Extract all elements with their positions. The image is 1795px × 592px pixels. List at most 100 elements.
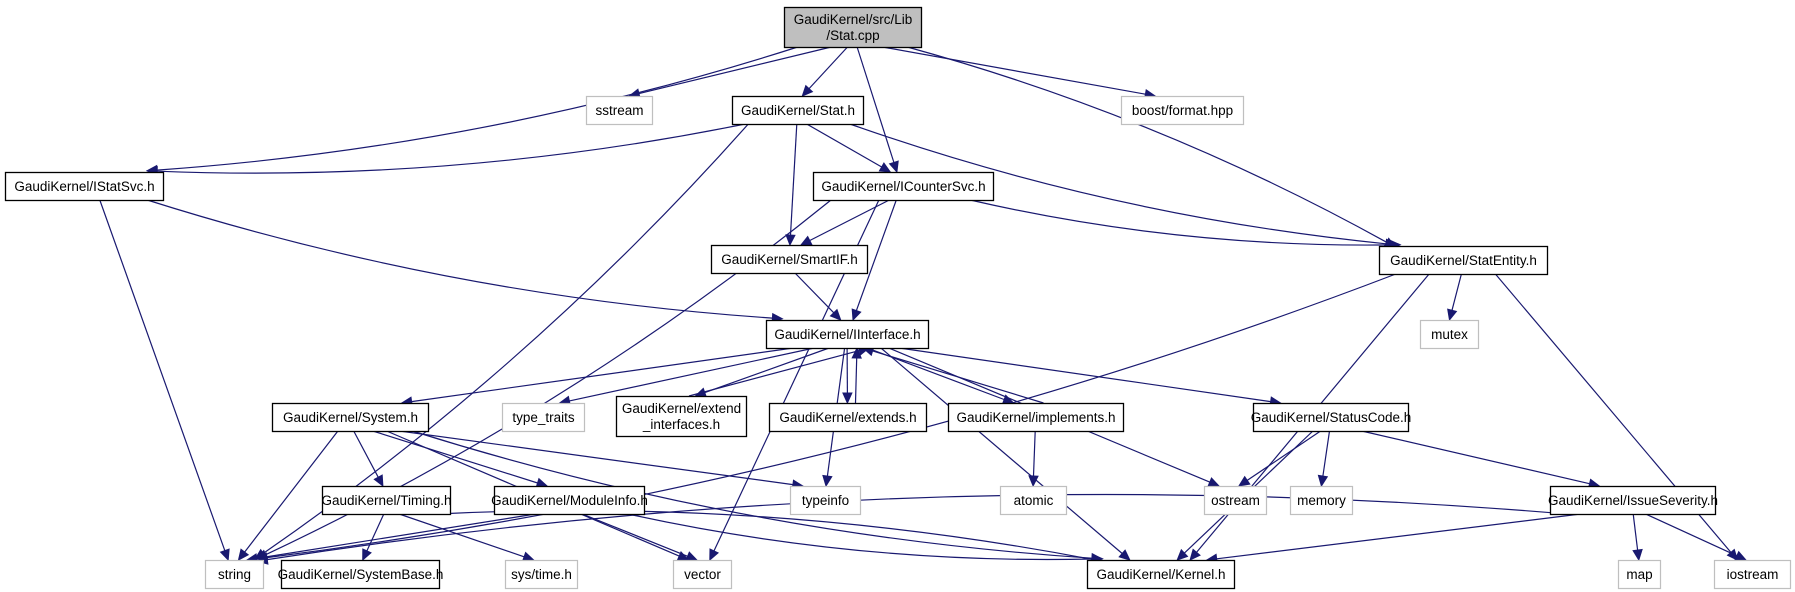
node-label-timing: GaudiKernel/Timing.h	[321, 493, 451, 508]
node-label-smartif: GaudiKernel/SmartIF.h	[721, 252, 858, 267]
node-box-moduleinfo[interactable]	[493, 485, 646, 516]
edge-istatsvc-to-iinterface	[147, 199, 773, 319]
node-vector: vector	[672, 559, 733, 590]
node-label-atomic: atomic	[1014, 493, 1054, 508]
arrowhead-stat_cpp-to-stat_h	[801, 84, 814, 97]
node-box-iinterface[interactable]	[765, 319, 930, 350]
edge-issueseverity-to-kernel	[1216, 513, 1581, 560]
edge-timing-to-systime	[399, 513, 525, 558]
node-extend_interfaces[interactable]: GaudiKernel/extend_interfaces.h	[615, 395, 748, 438]
edge-icountersvc-to-iinterface	[855, 199, 897, 311]
edge-system-to-kernel	[412, 430, 1092, 559]
arrowhead-icountersvc-to-vector	[709, 548, 720, 562]
node-box-stat_h[interactable]	[731, 95, 865, 126]
node-box-vector	[672, 559, 733, 590]
node-box-issueseverity[interactable]	[1549, 485, 1717, 516]
node-istatsvc[interactable]: GaudiKernel/IStatSvc.h	[4, 171, 165, 202]
node-extends[interactable]: GaudiKernel/extends.h	[768, 402, 928, 433]
arrowhead-timing-to-systime	[521, 551, 535, 562]
node-systembase[interactable]: GaudiKernel/SystemBase.h	[278, 559, 444, 590]
node-iinterface[interactable]: GaudiKernel/IInterface.h	[765, 319, 930, 350]
node-timing[interactable]: GaudiKernel/Timing.h	[321, 485, 452, 516]
node-box-map	[1617, 559, 1662, 590]
node-type_traits: type_traits	[501, 402, 586, 433]
node-box-memory	[1289, 485, 1354, 516]
node-box-extend_interfaces[interactable]	[615, 395, 748, 438]
edge-stat_cpp-to-icountersvc	[856, 46, 895, 163]
edge-moduleinfo-to-kernel	[627, 513, 1093, 561]
node-box-string	[204, 559, 265, 590]
edge-smartif-to-iinterface	[794, 272, 835, 314]
arrowhead-timing-to-systembase	[362, 548, 372, 562]
node-box-icountersvc[interactable]	[812, 171, 995, 202]
node-label-issueseverity: GaudiKernel/IssueSeverity.h	[1548, 493, 1718, 508]
node-statentity[interactable]: GaudiKernel/StatEntity.h	[1378, 245, 1549, 276]
node-iostream: iostream	[1713, 559, 1792, 590]
node-implements[interactable]: GaudiKernel/implements.h	[947, 402, 1125, 433]
arrowhead-smartif-to-iinterface	[829, 308, 842, 321]
edge-iinterface-to-extend_interfaces	[704, 347, 830, 394]
node-box-system[interactable]	[271, 402, 430, 433]
node-box-timing[interactable]	[321, 485, 452, 516]
node-label-kernel: GaudiKernel/Kernel.h	[1096, 567, 1225, 582]
node-mutex: mutex	[1419, 319, 1480, 350]
node-stat_h[interactable]: GaudiKernel/Stat.h	[731, 95, 865, 126]
node-label-string: string	[218, 567, 251, 582]
edge-stat_cpp-to-boost_format	[882, 46, 1146, 95]
edge-iinterface-to-type_traits	[569, 347, 815, 402]
node-label-stat_cpp: /Stat.cpp	[826, 28, 879, 43]
node-kernel[interactable]: GaudiKernel/Kernel.h	[1086, 559, 1236, 590]
node-icountersvc[interactable]: GaudiKernel/ICounterSvc.h	[812, 171, 995, 202]
node-box-statentity[interactable]	[1378, 245, 1549, 276]
edge-system-to-timing	[353, 430, 379, 478]
edge-stat_cpp-to-statentity	[907, 46, 1387, 243]
edge-stat_cpp-to-istatsvc	[156, 46, 798, 171]
node-label-systembase: GaudiKernel/SystemBase.h	[278, 567, 444, 582]
node-issueseverity[interactable]: GaudiKernel/IssueSeverity.h	[1548, 485, 1718, 516]
node-box-extends[interactable]	[768, 402, 928, 433]
arrowhead-stat_cpp-to-icountersvc	[888, 160, 899, 174]
node-label-map: map	[1626, 567, 1652, 582]
node-box-smartif[interactable]	[710, 244, 869, 275]
edge-stat_cpp-to-sstream	[638, 46, 832, 95]
arrowhead-stat_h-to-smartif	[785, 234, 796, 247]
edge-system-to-typeinfo	[399, 430, 793, 486]
node-box-boost_format	[1120, 95, 1245, 126]
node-smartif[interactable]: GaudiKernel/SmartIF.h	[710, 244, 869, 275]
node-box-implements[interactable]	[947, 402, 1125, 433]
node-moduleinfo[interactable]: GaudiKernel/ModuleInfo.h	[491, 485, 648, 516]
node-label-type_traits: type_traits	[512, 410, 575, 425]
node-box-kernel[interactable]	[1086, 559, 1236, 590]
node-label-system: GaudiKernel/System.h	[283, 410, 418, 425]
edge-stat_h-to-statentity	[849, 123, 1387, 245]
edge-implements-to-iinterface	[872, 350, 1044, 404]
node-label-stat_h: GaudiKernel/Stat.h	[741, 103, 855, 118]
node-box-stat_cpp[interactable]	[783, 6, 923, 49]
node-label-vector: vector	[684, 567, 721, 582]
node-box-istatsvc[interactable]	[4, 171, 165, 202]
node-system[interactable]: GaudiKernel/System.h	[271, 402, 430, 433]
edge-extends-to-iinterface	[854, 357, 858, 404]
edge-issueseverity-to-map	[1632, 513, 1639, 551]
node-box-systembase[interactable]	[280, 559, 441, 590]
node-box-mutex	[1419, 319, 1480, 350]
arrowhead-icountersvc-to-smartif	[799, 235, 813, 246]
arrowhead-system-to-timing	[373, 474, 384, 488]
node-atomic: atomic	[999, 485, 1068, 516]
node-stat_cpp[interactable]: GaudiKernel/src/Lib/Stat.cpp	[783, 6, 923, 49]
edge-implements-to-atomic	[1032, 430, 1036, 477]
node-ostream: ostream	[1203, 485, 1268, 516]
node-box-statuscode[interactable]	[1252, 402, 1410, 433]
arrowhead-moduleinfo-to-vector	[685, 551, 699, 561]
node-box-atomic	[999, 485, 1068, 516]
node-label-moduleinfo: GaudiKernel/ModuleInfo.h	[491, 493, 648, 508]
edge-stat_cpp-to-stat_h	[808, 46, 848, 90]
edge-statuscode-to-issueseverity	[1361, 430, 1590, 485]
edge-iinterface-to-statuscode	[899, 347, 1271, 403]
node-label-boost_format: boost/format.hpp	[1132, 103, 1233, 118]
node-label-sstream: sstream	[595, 103, 643, 118]
node-systime: sys/time.h	[504, 559, 579, 590]
node-statuscode[interactable]: GaudiKernel/StatusCode.h	[1251, 402, 1412, 433]
edge-statuscode-to-ostream	[1246, 430, 1321, 481]
edge-issueseverity-to-string	[267, 493, 1567, 561]
